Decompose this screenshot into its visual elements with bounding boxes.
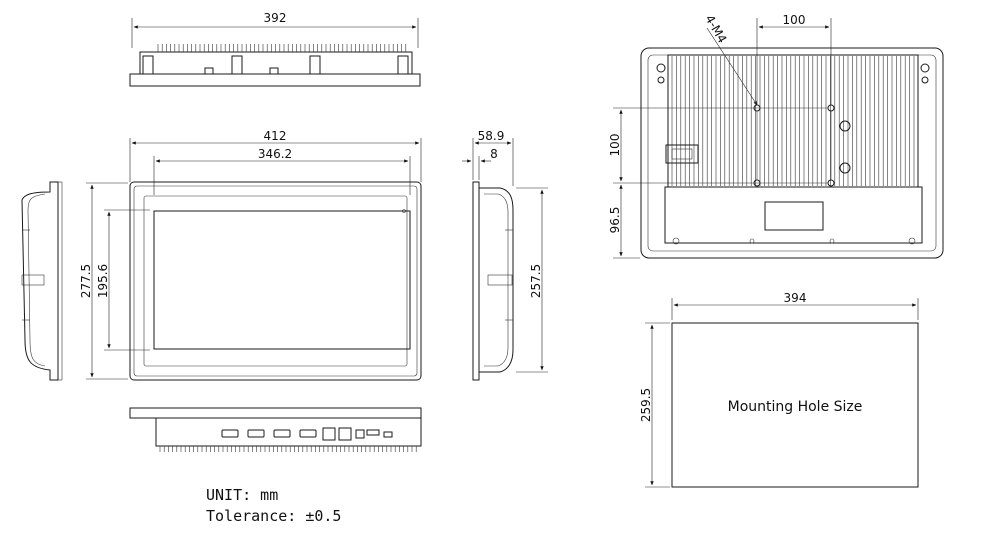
rear-label-plate	[764, 201, 824, 231]
io-ports	[221, 427, 393, 441]
rear-housing-outer	[640, 47, 944, 259]
left-side-view	[21, 181, 63, 381]
rear-vesa-width-label: 100	[783, 13, 806, 27]
power-led	[402, 209, 406, 213]
rear-vesa-height-label: 100	[608, 134, 622, 157]
front-inner-height-label: 195.6	[96, 264, 110, 298]
top-width-label: 392	[264, 11, 287, 25]
side-bezel-label: 8	[490, 147, 498, 161]
top-heatsink-fins	[157, 44, 407, 52]
rear-screw-leader	[706, 27, 758, 106]
bottom-bezel	[129, 407, 422, 419]
side-bezel-strip	[472, 181, 480, 381]
bottom-view	[129, 407, 422, 452]
bottom-heatsink-fins	[159, 446, 417, 452]
side-body	[478, 187, 514, 373]
front-view: 412 346.2 277.5 195.6	[79, 129, 422, 381]
front-height-label: 277.5	[79, 264, 93, 298]
rear-power-connector	[665, 144, 699, 164]
top-view: 392	[129, 11, 421, 87]
front-width-label: 412	[264, 129, 287, 143]
top-bezel	[129, 73, 421, 87]
cutout-rectangle	[671, 322, 919, 488]
right-side-view: 58.9 8 257.5	[462, 129, 548, 381]
unit-note: UNIT: mm	[206, 486, 278, 504]
tolerance-note: Tolerance: ±0.5	[206, 507, 341, 525]
cutout-height-label: 259.5	[639, 388, 653, 422]
front-screen	[153, 210, 411, 350]
front-bezel-outer	[129, 181, 422, 381]
front-inner-width-label: 346.2	[258, 147, 292, 161]
side-depth-label: 58.9	[478, 129, 505, 143]
rear-offset-label: 96.5	[608, 207, 622, 234]
rear-screw-label: 4-M4	[702, 13, 729, 46]
left-side-outline	[21, 181, 59, 381]
cutout-title: Mounting Hole Size	[728, 399, 863, 415]
side-height-label: 257.5	[529, 264, 543, 298]
cutout-view: 394 259.5 Mounting Hole Size	[639, 291, 919, 488]
rear-heatsink-fins	[671, 56, 915, 186]
rear-lower-panel	[664, 186, 923, 244]
top-body	[139, 51, 413, 75]
rear-heatsink	[667, 54, 919, 188]
rear-view: 100 4-M4 100 96.5	[608, 13, 944, 259]
bottom-body	[155, 417, 422, 447]
cutout-width-label: 394	[784, 291, 807, 305]
